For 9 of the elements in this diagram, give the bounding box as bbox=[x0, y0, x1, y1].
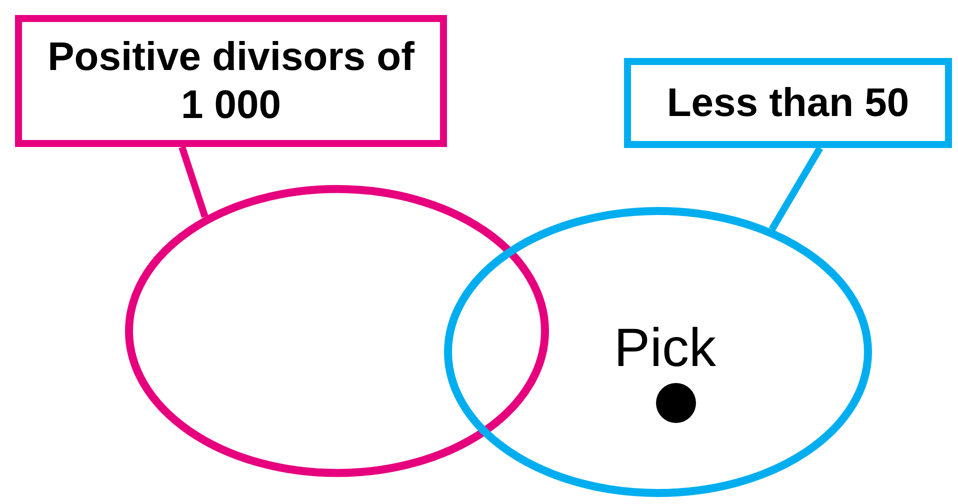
leader-line bbox=[768, 146, 824, 232]
label-box bbox=[624, 58, 952, 148]
box-title: Less than 50 bbox=[666, 80, 910, 127]
point-label: Pick bbox=[614, 318, 716, 378]
label-box bbox=[15, 15, 447, 147]
set-ellipse bbox=[125, 185, 549, 477]
set-ellipse bbox=[444, 207, 872, 497]
box-title: Positive divisors of 1 000 bbox=[46, 34, 416, 129]
leader-line bbox=[178, 146, 208, 218]
